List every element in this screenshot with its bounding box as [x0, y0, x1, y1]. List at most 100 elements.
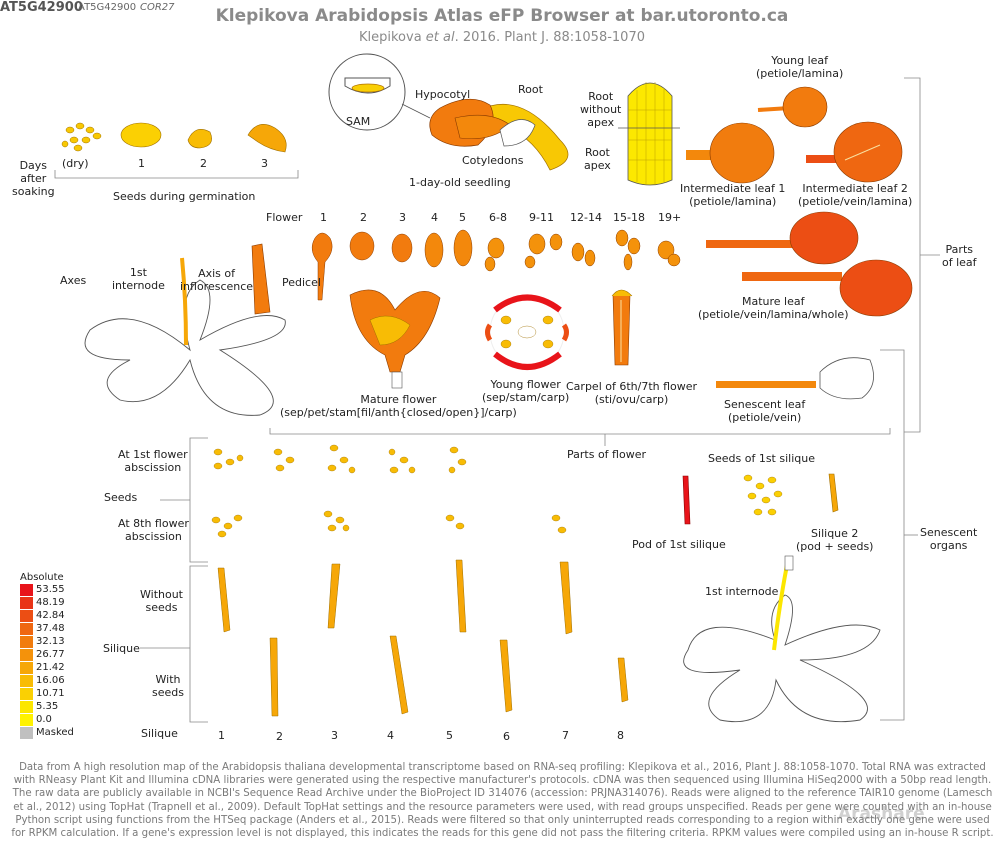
young-leaf-tissue[interactable]	[757, 86, 828, 128]
silique-2-label: Silique 2 (pod + seeds)	[796, 527, 874, 553]
root-apex-label: Root apex	[584, 146, 611, 172]
flower-stage-series[interactable]	[311, 229, 681, 301]
legend-swatch	[20, 674, 33, 687]
page-title: Klepikova Arabidopsis Atlas eFP Browser …	[215, 6, 789, 26]
first-flower-abscission-label: At 1st flower abscission	[118, 448, 188, 474]
young-flower-tissue[interactable]	[485, 294, 569, 370]
seeds-1st-silique-label: Seeds of 1st silique	[708, 452, 815, 465]
methods-footer: Data from A high resolution map of the A…	[11, 762, 994, 840]
carpel-tissue[interactable]	[611, 289, 633, 366]
senescent-organs-label: Senescent organs	[920, 526, 978, 552]
flower-stage-3: 3	[399, 211, 406, 224]
seeds-germination-label: Seeds during germination	[113, 190, 256, 203]
day-1-label: 1	[138, 157, 145, 170]
legend-value: Masked	[36, 727, 74, 738]
germination-seeds[interactable]	[61, 122, 287, 153]
senescent-leaf-label: Senescent leaf (petiole/vein)	[724, 398, 806, 424]
legend-value: 26.77	[36, 649, 65, 660]
silique-2-tissue[interactable]	[828, 473, 839, 513]
legend-swatch	[20, 700, 33, 713]
flower-stage-9-11: 9-11	[529, 211, 554, 224]
mature-flower-tissue[interactable]	[349, 289, 441, 389]
parts-of-leaf-label: Parts of leaf	[942, 243, 977, 269]
flower-stage-19-plus: 19+	[658, 211, 682, 224]
gene-alias: COR27	[140, 2, 175, 13]
flower-stage-15-18: 15-18	[613, 211, 645, 224]
rosette-plant-axes[interactable]	[84, 243, 286, 416]
first-internode-senescent-label: 1st internode	[705, 585, 779, 598]
seeds-1st-silique[interactable]	[743, 474, 783, 516]
axes-label: Axes	[60, 274, 87, 287]
mature-leaf-label: Mature leaf (petiole/vein/lamina/whole)	[698, 295, 849, 321]
legend-swatch	[20, 635, 33, 648]
senescent-leaf-tissue[interactable]	[716, 357, 874, 400]
hypocotyl-label: Hypocotyl	[415, 88, 471, 101]
siliques-with-seeds[interactable]	[269, 635, 629, 717]
intermediate-leaf-2-label: Intermediate leaf 2 (petiole/vein/lamina…	[798, 182, 913, 208]
with-seeds-label: With seeds	[152, 673, 184, 699]
legend-swatch	[20, 726, 33, 739]
citation: Klepikova et al. 2016. Plant J. 88:1058-…	[0, 30, 1004, 45]
legend-entry: 5.35	[20, 700, 80, 713]
mature-leaf-tissue[interactable]	[706, 211, 913, 317]
silique-bottom-label: Silique	[141, 727, 178, 740]
legend-swatch	[20, 622, 33, 635]
silique-number-8: 8	[617, 729, 624, 742]
legend-value: 10.71	[36, 688, 65, 699]
legend-value: 32.13	[36, 636, 65, 647]
intermediate-leaf-2-tissue[interactable]	[806, 121, 903, 183]
legend-value: 37.48	[36, 623, 65, 634]
gene-id-label: AT5G42900	[0, 0, 83, 15]
pod-1st-silique[interactable]	[682, 475, 691, 525]
flower-stage-5: 5	[459, 211, 466, 224]
citation-etal: et al	[425, 30, 455, 45]
legend-title: Absolute	[20, 572, 64, 583]
root-tip-tissue[interactable]	[618, 82, 680, 186]
legend-swatch	[20, 661, 33, 674]
eighth-flower-abscission-label: At 8th flower abscission	[118, 517, 189, 543]
senescent-rosette[interactable]	[683, 555, 881, 723]
legend-entry: 0.0	[20, 713, 80, 726]
seedling-label: 1-day-old seedling	[409, 176, 511, 189]
silique-label: Silique	[103, 642, 140, 655]
seeds-at-abscission[interactable]	[211, 444, 567, 538]
young-leaf-label: Young leaf (petiole/lamina)	[756, 54, 844, 80]
intermediate-leaf-1-label: Intermediate leaf 1 (petiole/lamina)	[680, 182, 786, 208]
flower-stage-2: 2	[360, 211, 367, 224]
cotyledons-label: Cotyledons	[462, 154, 524, 167]
siliques-without-seeds[interactable]	[217, 559, 573, 635]
axis-of-inflorescence-label: Axis of inflorescence	[180, 267, 254, 293]
day-3-label: 3	[261, 157, 268, 170]
legend-entry: 32.13	[20, 635, 80, 648]
silique-number-7: 7	[562, 729, 569, 742]
legend-swatch	[20, 713, 33, 726]
sam-label: SAM	[346, 115, 371, 128]
silique-number-3: 3	[331, 729, 338, 742]
first-internode-label: 1st internode	[112, 266, 165, 292]
watermark-text: Arashare	[838, 804, 925, 824]
seeds-label: Seeds	[104, 491, 138, 504]
sam-tissue[interactable]	[328, 53, 406, 131]
legend-entry: 48.19	[20, 596, 80, 609]
citation-rest: . 2016. Plant J. 88:1058-1070	[454, 30, 645, 45]
days-after-soaking-label: Days after soaking	[12, 159, 55, 198]
flower-stage-1: 1	[320, 211, 327, 224]
legend-entry: Masked	[20, 726, 80, 739]
silique-number-6: 6	[503, 730, 510, 743]
flower-stage-6-8: 6-8	[489, 211, 507, 224]
legend-entry: 16.06	[20, 674, 80, 687]
legend-entry: 53.55	[20, 583, 80, 596]
seedling-tissue[interactable]	[429, 98, 569, 171]
legend-swatch	[20, 609, 33, 622]
legend-swatch	[20, 583, 33, 596]
silique-number-1: 1	[218, 729, 225, 742]
legend-value: 21.42	[36, 662, 65, 673]
root-without-apex-label: Root without apex	[580, 90, 622, 129]
legend-value: 5.35	[36, 701, 59, 712]
gene-id-small: AT5G42900	[78, 2, 137, 13]
mature-flower-label: Mature flower (sep/pet/stam[fil/anth{clo…	[280, 393, 517, 419]
dry-label: (dry)	[62, 157, 89, 170]
intermediate-leaf-1-tissue[interactable]	[686, 122, 775, 184]
day-2-label: 2	[200, 157, 207, 170]
